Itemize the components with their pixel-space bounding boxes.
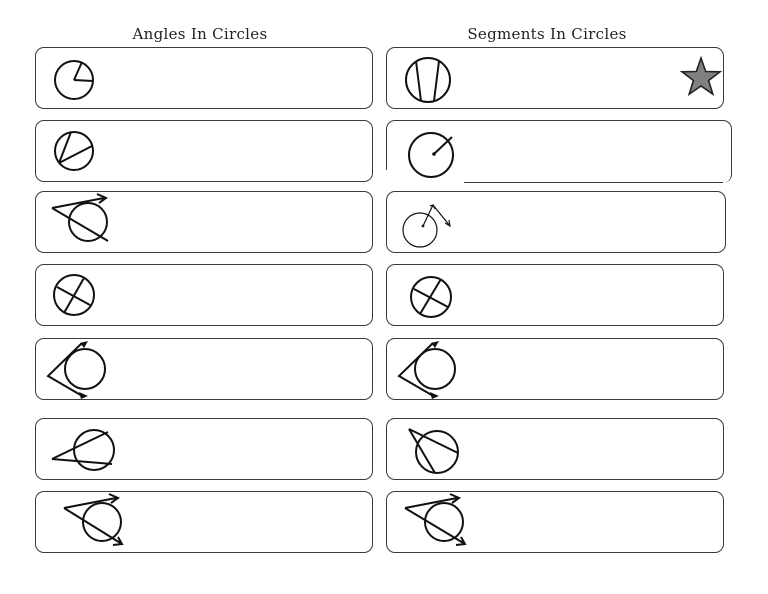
angle-card-two-secants[interactable] <box>35 418 373 480</box>
two-secant-segments-icon <box>408 428 459 474</box>
segment-card-two-tangents[interactable] <box>386 338 724 400</box>
two-secants-angle-icon <box>51 429 115 471</box>
tangent-chord-angle-icon <box>51 193 109 242</box>
segment-card-radius-tangent[interactable] <box>386 120 732 184</box>
parallel-chords-icon <box>405 57 451 103</box>
star-icon <box>679 55 723 97</box>
angle-card-tangent-secant[interactable] <box>35 191 373 253</box>
two-tangent-segments-icon <box>397 341 456 399</box>
segment-card-intersecting-chords[interactable] <box>386 264 724 326</box>
segments-in-circles-title: Segments In Circles <box>467 25 627 43</box>
tangent-radius-icon <box>402 204 451 248</box>
inscribed-angle-icon <box>54 131 94 171</box>
angles-in-circles-title: Angles In Circles <box>132 25 268 43</box>
segment-card-two-secants[interactable] <box>386 418 724 480</box>
angle-card-central[interactable] <box>35 47 373 109</box>
star-shape <box>679 55 723 97</box>
segment-card-tangent-radius[interactable] <box>386 191 726 253</box>
angle-card-two-tangents[interactable] <box>35 338 373 400</box>
two-tangents-angle-icon <box>46 341 106 399</box>
secant-tangent-segments-icon <box>404 493 467 546</box>
segment-card-chords[interactable] <box>386 47 724 109</box>
segment-card-secant-tangent[interactable] <box>386 491 724 553</box>
intersecting-chords-segments-icon <box>410 276 452 318</box>
radius-icon <box>408 132 454 178</box>
central-angle-icon <box>54 60 94 100</box>
angle-card-secant-tangent[interactable] <box>35 491 373 553</box>
intersecting-chords-icon <box>53 274 95 316</box>
angle-card-intersecting-chords[interactable] <box>35 264 373 326</box>
secant-tangent-angle-icon <box>63 493 124 546</box>
angle-card-inscribed[interactable] <box>35 120 373 182</box>
